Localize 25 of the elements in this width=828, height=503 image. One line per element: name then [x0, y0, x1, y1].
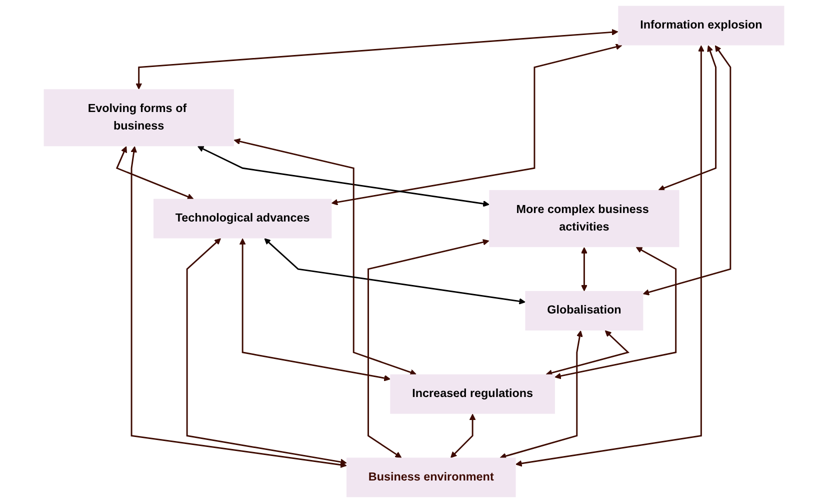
arrow — [368, 239, 490, 458]
arrow — [554, 246, 677, 380]
arrow — [500, 330, 583, 460]
arrow — [186, 238, 347, 466]
arrow — [130, 146, 347, 468]
node-box: Business environment — [346, 458, 516, 498]
node-box: Increased regulations — [390, 374, 555, 414]
arrow — [116, 146, 194, 200]
node-box: Technological advances — [153, 198, 332, 238]
arrow — [450, 414, 476, 458]
arrow — [658, 45, 717, 192]
arrow — [516, 45, 704, 467]
arrow — [546, 330, 630, 376]
arrow — [234, 138, 416, 376]
arrow — [331, 44, 622, 206]
arrow — [136, 28, 618, 90]
arrow — [580, 247, 588, 292]
arrow — [264, 238, 526, 304]
arrow — [197, 146, 490, 207]
node-box: Globalisation — [525, 290, 644, 330]
arrow — [642, 45, 732, 296]
node-box: Evolving forms of business — [44, 89, 234, 146]
node-box: Information explosion — [618, 6, 784, 46]
node-box: More complex business activities — [489, 190, 680, 248]
arrow — [239, 238, 390, 382]
